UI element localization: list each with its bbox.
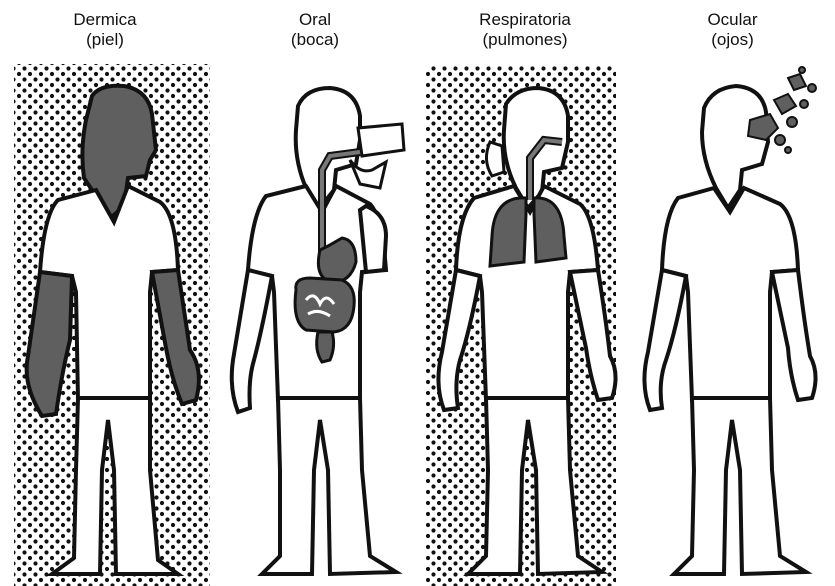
hand	[350, 160, 386, 188]
right-arm	[772, 270, 816, 400]
trousers	[674, 398, 806, 574]
ocular-figure-illustration	[630, 0, 835, 586]
respiratory-figure-illustration	[420, 0, 630, 586]
ear	[486, 142, 504, 176]
raised-arm	[360, 206, 386, 272]
figure-respiratory: Respiratoria (pulmones)	[420, 0, 630, 586]
figure-oral: Oral (boca)	[210, 0, 420, 586]
colon	[317, 332, 334, 362]
figure-dermal: Dermica (piel)	[0, 0, 210, 586]
figure-ocular: Ocular (ojos)	[630, 0, 835, 586]
left-arm	[232, 270, 272, 412]
oral-figure-illustration	[210, 0, 420, 586]
left-arm	[644, 270, 686, 410]
cup-icon	[358, 124, 404, 156]
dermal-figure-illustration	[0, 0, 210, 586]
trousers	[262, 398, 396, 574]
intestines	[295, 278, 354, 332]
